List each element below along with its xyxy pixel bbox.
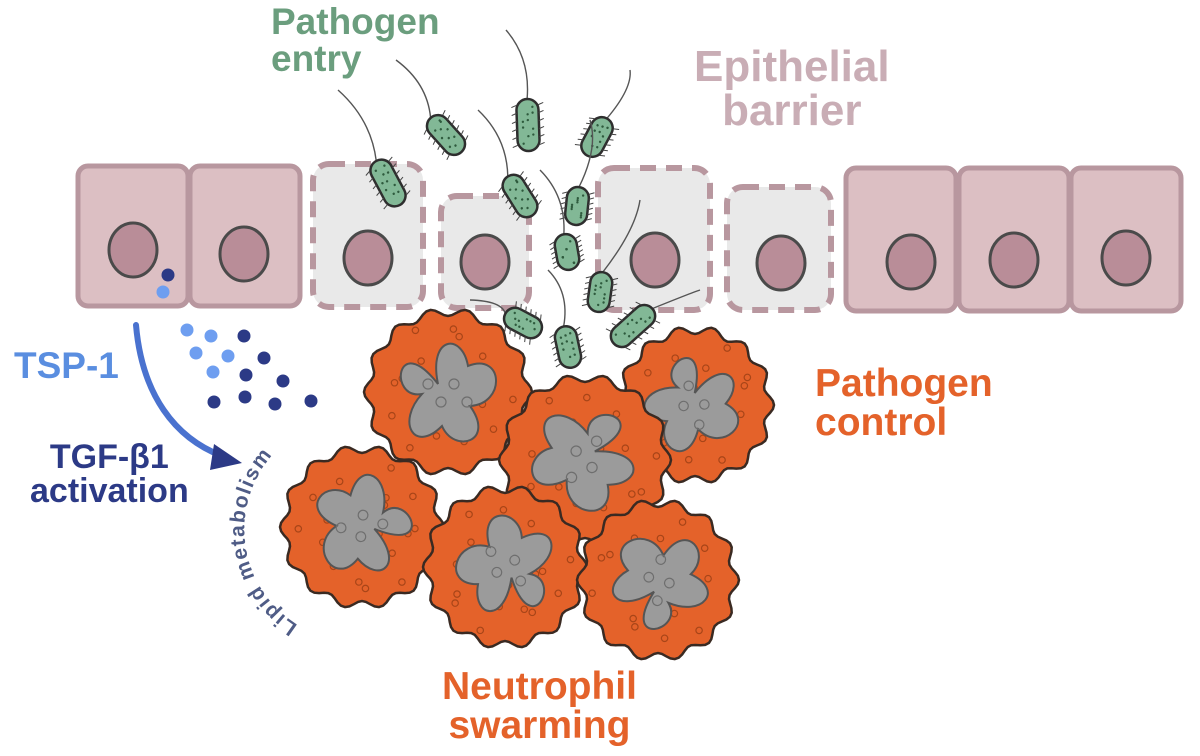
- neutrophil-nucleus: [531, 413, 635, 512]
- neutrophil: [421, 485, 589, 649]
- epithelial-cell: [75, 163, 191, 309]
- tsp1-dot: [180, 323, 194, 337]
- damaged-epithelial-cell: [438, 193, 532, 311]
- cell-nucleus: [342, 229, 394, 287]
- tgf-dot: [276, 374, 290, 388]
- neutrophil-swarm: [278, 308, 776, 661]
- epithelial-cell: [956, 165, 1072, 314]
- epithelial-layer: [75, 161, 1184, 314]
- bacterium: [605, 289, 701, 351]
- neutrophil: [362, 308, 534, 476]
- epithelial-barrier-label: Epithelial barrier: [694, 42, 890, 135]
- bacterium: [581, 199, 641, 314]
- tgf-dot: [239, 368, 253, 382]
- pathogen-entry-label: Pathogen entry: [271, 1, 440, 79]
- tsp1-dot: [189, 346, 203, 360]
- signal-dots: [156, 268, 318, 411]
- bacterium: [574, 69, 631, 159]
- tsp1-arrow: [133, 322, 242, 470]
- bacterium: [547, 269, 587, 370]
- neutrophil-swarming-label: Neutrophil swarming: [442, 665, 637, 747]
- cell-nucleus: [988, 231, 1040, 289]
- tgf-dot: [304, 394, 318, 408]
- cell-nucleus: [755, 234, 807, 292]
- bacterium: [395, 59, 469, 161]
- neutrophil: [278, 445, 446, 609]
- cell-nucleus: [459, 233, 511, 291]
- tgf-activation-label: TGF-β1 activation: [30, 438, 189, 510]
- neutrophil-nucleus: [316, 473, 413, 572]
- damaged-epithelial-cell: [595, 165, 713, 313]
- tgf-dot: [237, 329, 251, 343]
- cell-nucleus: [629, 231, 681, 289]
- cell-nucleus: [1100, 229, 1152, 287]
- tgf-dot: [268, 397, 282, 411]
- tgf-dot: [207, 395, 221, 409]
- cell-nucleus: [885, 233, 937, 291]
- pathogen-group: [337, 29, 701, 370]
- epithelial-cell: [187, 163, 303, 309]
- neutrophil-nucleus: [643, 357, 740, 453]
- cell-nucleus: [218, 225, 270, 283]
- tgf-dot: [257, 351, 271, 365]
- damaged-epithelial-cell: [724, 184, 834, 313]
- pathogen-control-label: Pathogen control: [815, 362, 993, 444]
- cell-nucleus: [107, 221, 159, 279]
- neutrophil-nucleus: [399, 342, 497, 443]
- tsp1-dot: [206, 365, 220, 379]
- epithelial-cell: [843, 165, 959, 314]
- bacterium: [559, 119, 595, 227]
- tgf-dot: [238, 390, 252, 404]
- tgf-dot: [161, 268, 175, 282]
- bacterium: [469, 299, 544, 345]
- neutrophil-nucleus: [611, 537, 709, 630]
- bacterium: [505, 29, 545, 153]
- tsp1-label: TSP-1: [14, 345, 119, 386]
- tsp1-dot: [156, 285, 170, 299]
- tsp1-dot: [204, 329, 218, 343]
- epithelial-cell: [1068, 165, 1184, 314]
- bacterium: [477, 109, 542, 221]
- damaged-epithelial-cell: [310, 161, 426, 310]
- neutrophil-nucleus: [455, 514, 553, 612]
- bacterium: [539, 169, 585, 272]
- bacterium: [337, 89, 411, 210]
- neutrophil: [575, 499, 741, 661]
- tsp1-dot: [221, 349, 235, 363]
